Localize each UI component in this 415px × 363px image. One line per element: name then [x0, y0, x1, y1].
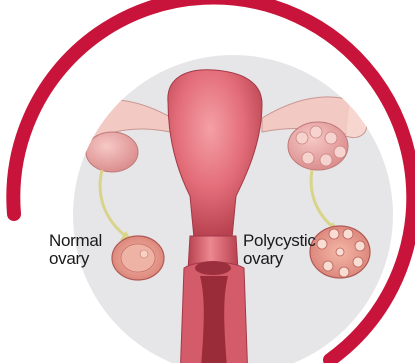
normal-ovary-label-line2: ovary [49, 249, 89, 268]
left-fimbriae [74, 102, 94, 138]
polycystic-ovary-section [310, 226, 370, 278]
normal-ovary-section [112, 236, 164, 280]
polycystic-ovary-label-line1: Polycystic [243, 231, 316, 250]
polycystic-ovary-label-line2: ovary [243, 249, 283, 268]
right-fimbriae [346, 98, 367, 138]
normal-ovary-label-line1: Normal [49, 231, 102, 250]
vaginal-canal-inner [200, 276, 228, 363]
left-ovary [86, 132, 138, 172]
cervical-opening [195, 261, 231, 275]
